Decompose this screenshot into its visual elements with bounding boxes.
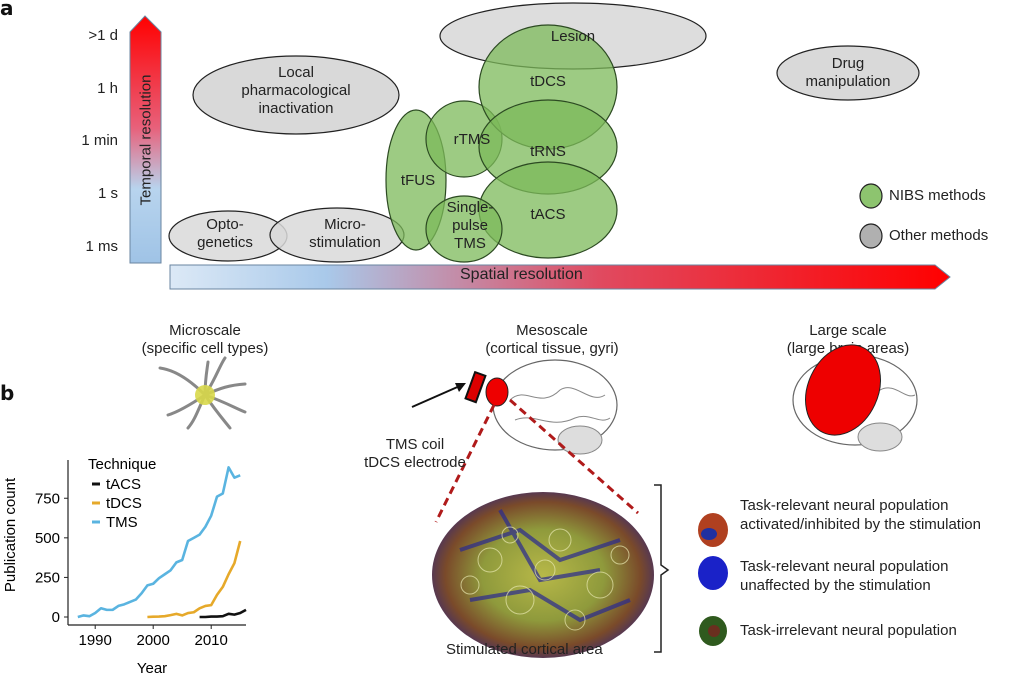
stimulated-tissue-image	[432, 492, 654, 658]
legend-other-label: Other methods	[889, 227, 989, 244]
x-tick-label: 1990	[79, 632, 112, 649]
tacs-label: tACS	[530, 206, 566, 223]
large-area-highlight	[805, 344, 881, 436]
brain-mesoscale-icon	[485, 359, 618, 455]
brace	[654, 484, 670, 653]
legend-title: Technique	[88, 456, 156, 473]
opto-label: Opto-genetics	[197, 216, 253, 251]
unaffected-population-icon	[698, 556, 728, 590]
micro-label: Micro-stimulation	[309, 216, 381, 251]
mesoscale-title: Mesoscale(cortical tissue, gyri)	[485, 322, 619, 357]
coil-pointer-arrow	[411, 384, 463, 408]
local-pharm-ellipse	[192, 55, 400, 135]
y-tick-sec: 1 s	[97, 185, 118, 202]
legend-label-tdcs: tDCS	[106, 495, 142, 512]
y-tick-hour: 1 h	[97, 80, 118, 97]
drug-manipulation-ellipse	[776, 45, 920, 101]
legend-other-swatch	[859, 223, 883, 249]
legend-label-tacs: tACS	[106, 476, 141, 493]
single-pulse-tms-ellipse	[425, 195, 503, 263]
y-tick-label: 0	[52, 609, 60, 626]
legend-irrelevant: Task-irrelevant neural population	[740, 622, 957, 639]
temporal-resolution-label: Temporal resolution	[137, 74, 155, 206]
legend-nibs-swatch	[859, 183, 883, 209]
chart-ylabel: Publication count	[2, 477, 19, 592]
y-tick-day: >1 d	[88, 27, 118, 44]
zoom-line-left	[434, 404, 496, 523]
series-line-tacs	[199, 608, 247, 619]
legend-label-tms: TMS	[106, 514, 138, 531]
spatial-resolution-label: Spatial resolution	[460, 266, 583, 283]
x-tick-label: 2000	[137, 632, 170, 649]
y-tick-min: 1 min	[81, 132, 118, 149]
legend-nibs-label: NIBS methods	[889, 187, 986, 204]
chart-xlabel: Year	[137, 660, 167, 677]
tfus-label: tFUS	[400, 172, 436, 189]
series-line-tms	[77, 466, 241, 619]
y-tick-label: 500	[35, 530, 60, 547]
lesion-label: Lesion	[550, 28, 596, 45]
zoom-line-right	[509, 398, 639, 515]
tms-coil-icon	[464, 370, 487, 404]
neuron-soma	[195, 385, 215, 405]
panel-b-illustration	[158, 344, 918, 658]
microscale-title: Microscale(specific cell types)	[141, 322, 269, 357]
stimulation-spot	[485, 377, 509, 407]
stimulated-area-label: Stimulated cortical area	[446, 641, 603, 658]
y-tick-label: 250	[35, 569, 60, 586]
panel-b-label: b	[0, 381, 15, 405]
temporal-resolution-arrow	[129, 15, 162, 264]
trns-label: tRNS	[530, 143, 566, 160]
y-tick-ms: 1 ms	[85, 238, 118, 255]
tdcs-label: tDCS	[530, 73, 566, 90]
brain-largescale-icon	[792, 344, 918, 452]
rtms-label: rTMS	[453, 131, 491, 148]
y-tick-label: 750	[35, 490, 60, 507]
x-tick-label: 2010	[195, 632, 228, 649]
series-line-tdcs	[147, 540, 242, 619]
panel-a-label: a	[0, 0, 14, 20]
spatial-resolution-arrow	[169, 264, 951, 290]
panel-a-diagram	[129, 2, 951, 290]
publication-chart: 0 250 500 750 1990 2000 2010 Publication count…	[2, 456, 247, 677]
